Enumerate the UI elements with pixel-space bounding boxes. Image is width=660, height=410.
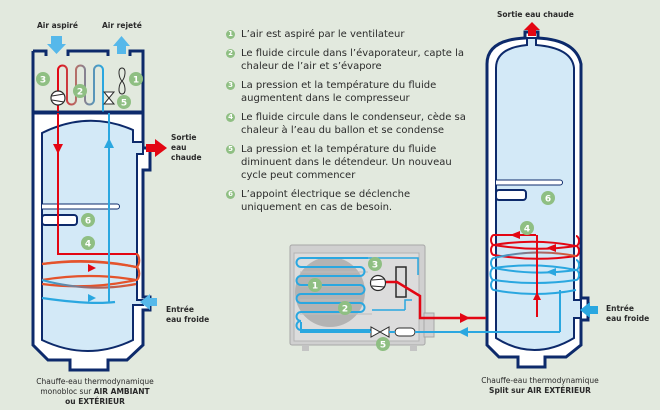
evaporator-coil [295,257,372,331]
air-out-arrow-icon [113,36,130,54]
monobloc-water-heater [31,36,167,372]
electric-heating-element [495,179,563,201]
step-number: 3 [226,81,235,90]
air-in-arrow-icon [47,36,66,54]
badge-5-right: 5 [376,337,390,351]
expansion-valve-icon [370,326,390,338]
evaporator-coil [57,64,104,112]
cold-water-inlet-arrow-icon [140,294,157,310]
step-text: L’appoint électrique se déclenche unique… [241,189,411,213]
step-item: 5 La pression et la température du fluide… [226,143,466,182]
heat-pump-head [31,36,145,114]
cold-water-in-label: Entrée eau froide [606,304,650,323]
step-item: 2 Le fluide circule dans l’évaporateur, c… [226,47,466,73]
electric-heating-element [41,203,120,226]
compressor-icon [369,274,387,292]
svg-text:6: 6 [85,217,91,227]
fan-icon [118,67,126,95]
air-in-label: Air aspiré [37,21,78,30]
split-tank [485,22,598,369]
svg-text:5: 5 [380,341,386,351]
badge-4-right: 4 [520,221,534,235]
hot-water-out-label: Sortie eau chaude [171,133,202,162]
cold-water-in-label: Entrée eau froide [166,305,210,324]
badge-6-right: 6 [541,191,555,205]
step-number: 5 [226,145,235,154]
badge-3-right: 3 [368,257,382,271]
step-text: La pression et la température du fluide … [241,144,452,181]
split-water-heater [289,22,598,369]
step-text: La pression et la température du fluide … [241,80,437,104]
hot-water-outlet-arrow-icon [524,22,540,36]
badge-2-right: 2 [338,301,352,315]
step-number: 2 [226,49,235,58]
svg-text:2: 2 [342,305,348,315]
badge-5-left: 5 [117,95,131,109]
step-item: 3 La pression et la température du fluide… [226,79,466,105]
svg-text:3: 3 [40,76,46,86]
badge-1-left: 1 [129,72,143,86]
badge-1-right: 1 [308,278,322,292]
badge-3-left: 3 [36,72,50,86]
svg-text:1: 1 [312,282,318,292]
step-text: L’air est aspiré par le ventilateur [241,29,405,40]
split-caption: Chauffe-eau thermodynamique Split sur AI… [481,376,599,395]
svg-text:5: 5 [121,99,127,109]
svg-text:6: 6 [545,195,551,205]
badge-2-left: 2 [73,84,87,98]
svg-text:4: 4 [524,225,530,235]
step-number: 1 [226,30,235,39]
step-badges: 1 2 3 4 5 6 1 2 3 4 5 6 [36,72,555,351]
step-number: 6 [226,190,235,199]
air-out-label: Air rejeté [102,21,142,30]
step-text: Le fluide circule dans le condenseur, cè… [241,112,466,136]
compressor-icon [50,90,66,106]
svg-text:1: 1 [133,76,139,86]
step-item: 4 Le fluide circule dans le condenseur, c… [226,111,466,137]
monobloc-tank [31,111,167,372]
step-text: Le fluide circule dans l’évaporateur, ca… [241,48,465,72]
badge-4-left: 4 [81,236,95,250]
expansion-valve-icon [102,91,116,105]
step-number: 4 [226,113,235,122]
hot-water-out-label: Sortie eau chaude [497,10,574,19]
badge-6-left: 6 [81,213,95,227]
svg-text:3: 3 [372,261,378,271]
hot-water-outlet-arrow-icon [146,139,167,157]
condenser-coil [490,234,580,260]
cold-water-inlet-arrow-icon [580,302,598,318]
step-item: 6 L’appoint électrique se déclenche uniqu… [226,188,466,214]
svg-text:2: 2 [77,88,83,98]
monobloc-caption: Chauffe-eau thermodynamique monobloc sur… [36,377,154,406]
step-item: 1 L’air est aspiré par le ventilateur [226,28,466,41]
svg-text:4: 4 [85,240,91,250]
